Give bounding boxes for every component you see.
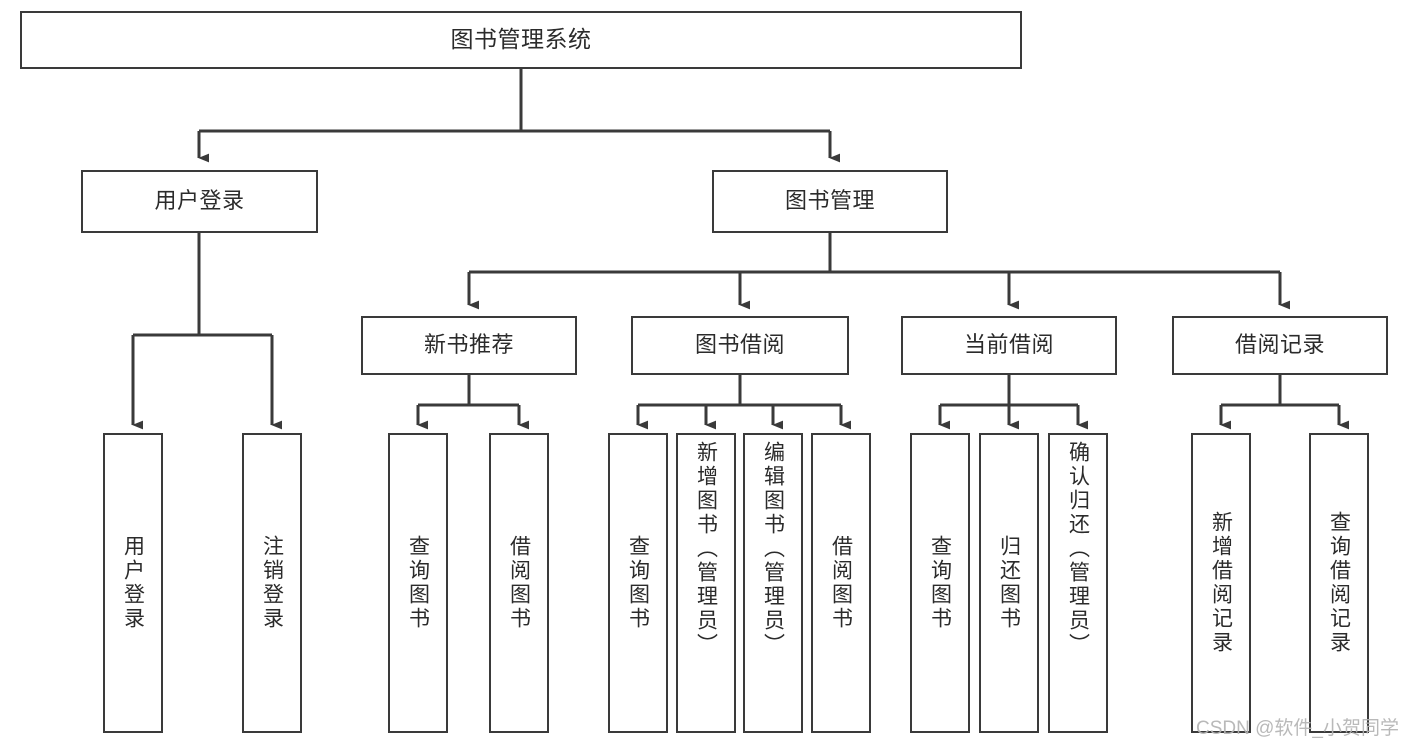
leaf-book-borrow-edit-label: 编辑图书（管理员） <box>761 441 785 657</box>
node-book-management-label: 图书管理 <box>784 188 875 214</box>
node-borrow-record-label: 借阅记录 <box>1234 332 1325 358</box>
node-current-borrow[interactable]: 当前借阅 <box>901 316 1117 375</box>
leaf-new-book-borrow-label: 借阅图书 <box>507 535 531 631</box>
leaf-new-book-query-label: 查询图书 <box>406 535 430 631</box>
leaf-borrow-record-query[interactable]: 查询借阅记录 <box>1309 433 1369 733</box>
node-borrow-record[interactable]: 借阅记录 <box>1172 316 1388 375</box>
leaf-user-login-login-label: 用户登录 <box>121 535 145 631</box>
node-book-borrow-label: 图书借阅 <box>694 332 785 358</box>
leaf-book-borrow-borrow[interactable]: 借阅图书 <box>811 433 871 733</box>
leaf-current-borrow-confirm-return-label: 确认归还（管理员） <box>1066 441 1090 657</box>
leaf-new-book-query[interactable]: 查询图书 <box>388 433 448 733</box>
leaf-current-borrow-return-label: 归还图书 <box>997 535 1021 631</box>
leaf-current-borrow-query-label: 查询图书 <box>928 535 952 631</box>
node-root-book-management-system[interactable]: 图书管理系统 <box>20 11 1022 69</box>
leaf-book-borrow-query-label: 查询图书 <box>626 535 650 631</box>
leaf-current-borrow-confirm-return[interactable]: 确认归还（管理员） <box>1048 433 1108 733</box>
leaf-book-borrow-add[interactable]: 新增图书（管理员） <box>676 433 736 733</box>
leaf-borrow-record-add-label: 新增借阅记录 <box>1209 511 1233 655</box>
node-book-borrow[interactable]: 图书借阅 <box>631 316 849 375</box>
node-root-label: 图书管理系统 <box>450 26 592 53</box>
node-new-book-recommend-label: 新书推荐 <box>423 332 514 358</box>
leaf-book-borrow-borrow-label: 借阅图书 <box>829 535 853 631</box>
node-book-management[interactable]: 图书管理 <box>712 170 948 233</box>
node-user-login[interactable]: 用户登录 <box>81 170 318 233</box>
leaf-user-login-login[interactable]: 用户登录 <box>103 433 163 733</box>
node-current-borrow-label: 当前借阅 <box>963 332 1054 358</box>
node-user-login-label: 用户登录 <box>154 188 245 214</box>
leaf-book-borrow-add-label: 新增图书（管理员） <box>694 441 718 657</box>
leaf-book-borrow-edit[interactable]: 编辑图书（管理员） <box>743 433 803 733</box>
leaf-user-login-logout[interactable]: 注销登录 <box>242 433 302 733</box>
leaf-current-borrow-return[interactable]: 归还图书 <box>979 433 1039 733</box>
leaf-book-borrow-query[interactable]: 查询图书 <box>608 433 668 733</box>
leaf-user-login-logout-label: 注销登录 <box>260 535 284 631</box>
leaf-new-book-borrow[interactable]: 借阅图书 <box>489 433 549 733</box>
leaf-borrow-record-add[interactable]: 新增借阅记录 <box>1191 433 1251 733</box>
node-new-book-recommend[interactable]: 新书推荐 <box>361 316 577 375</box>
leaf-current-borrow-query[interactable]: 查询图书 <box>910 433 970 733</box>
leaf-borrow-record-query-label: 查询借阅记录 <box>1327 511 1351 655</box>
